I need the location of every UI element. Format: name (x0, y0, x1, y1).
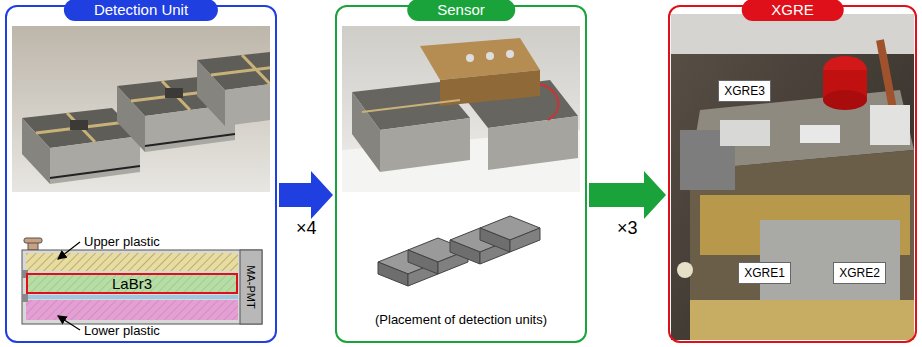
panel-heading: Detection Unit (64, 0, 218, 21)
node-text: XGRE1 (744, 266, 785, 280)
unit-tag: XGRE3 (718, 80, 771, 102)
block-arrow (589, 171, 666, 219)
sensor-panel: Sensor (335, 5, 587, 343)
detection-unit-panel: Detection UnitLaBr3 (5, 5, 277, 343)
part-label: MA-PMT (245, 265, 257, 308)
detector-photo (12, 26, 270, 192)
placement-drawing (378, 216, 540, 286)
part-label: Upper plastic (84, 234, 160, 249)
unit-tag: XGRE2 (833, 262, 886, 284)
multiplier-label: ×4 (296, 218, 317, 239)
caption-label: (Placement of detection units) (375, 312, 547, 327)
xgre-panel: XGREXGRE3XGRE1XGRE2 (668, 5, 917, 343)
crystal-box: LaBr3 (26, 273, 238, 294)
cross-section (22, 238, 262, 330)
sensor-photo (342, 26, 580, 192)
block-arrow (279, 171, 333, 219)
panel-heading: XGRE (741, 0, 844, 21)
multiplier-label: ×3 (617, 218, 638, 239)
panel-heading: Sensor (407, 0, 515, 21)
part-label: Lower plastic (84, 323, 160, 338)
node-text: XGRE2 (839, 266, 880, 280)
spacecraft-photo (671, 14, 914, 340)
node-text: LaBr3 (112, 275, 152, 292)
node-text: XGRE3 (724, 84, 765, 98)
unit-tag: XGRE1 (738, 262, 791, 284)
